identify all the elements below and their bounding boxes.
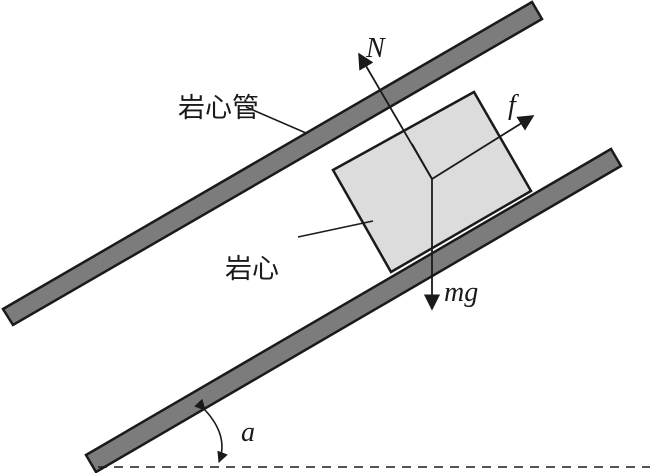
angle-label: a [241, 417, 255, 448]
friction-force-arrow [431, 115, 535, 180]
tube-upper-wall [1, 0, 544, 327]
core-label: 岩心 [225, 254, 279, 285]
normal-force-arrow [358, 52, 433, 180]
tube-lower-wall [84, 147, 623, 473]
core-label-leader [297, 220, 374, 238]
weight-force-label: mg [444, 277, 478, 308]
incline-angle-arc [194, 398, 228, 464]
friction-force-label: f [508, 90, 519, 121]
tube-label: 岩心管 [178, 93, 259, 124]
tube-label-leader [245, 106, 307, 134]
normal-force-label: N [365, 33, 386, 64]
